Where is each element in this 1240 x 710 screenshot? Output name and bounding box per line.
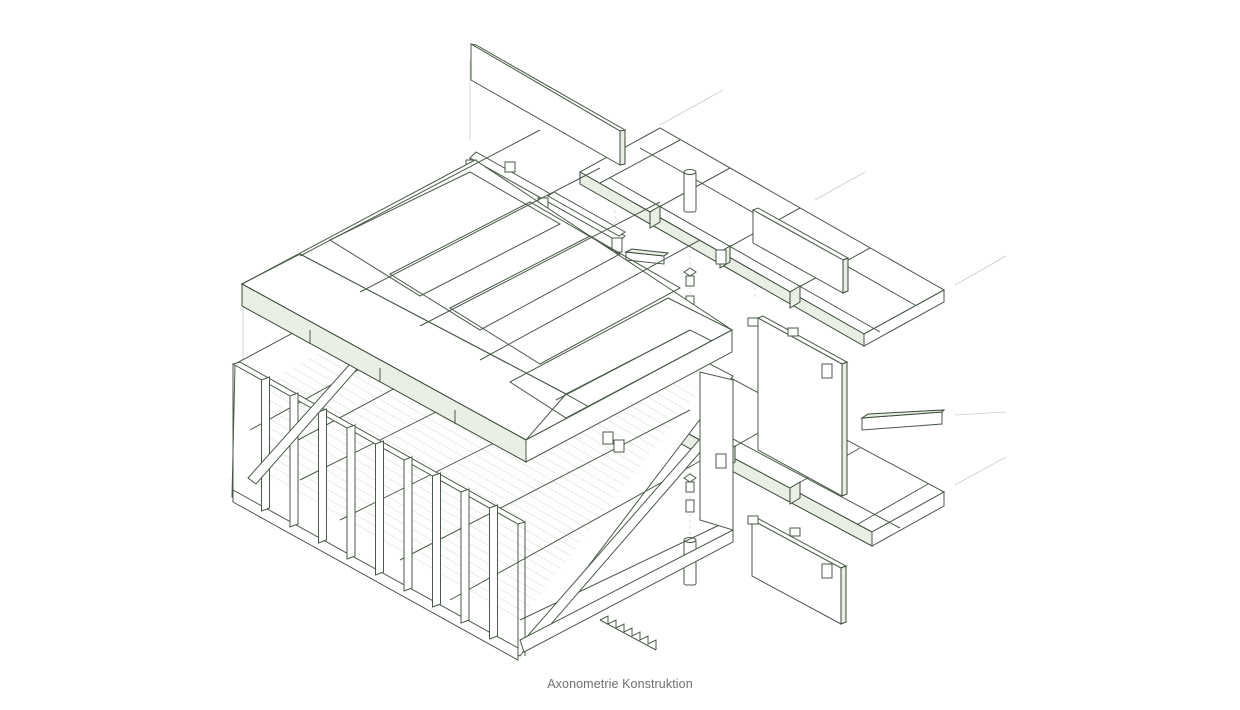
loose-beams [624,248,946,431]
frame-stud [375,440,384,576]
frame-stud [261,376,270,512]
frame-stud [460,488,470,624]
frame-stud [346,424,356,560]
frame-stud [289,392,299,528]
right-short-wall-panel [750,517,848,625]
frame-stud [489,504,498,640]
frame-stud [318,408,327,544]
top-wall-panel [470,43,627,166]
right-tall-wall-panel [756,315,849,497]
axonometric-construction-drawing [231,43,1007,661]
figure-caption: Axonometrie Konstruktion [547,677,693,691]
frame-stud [403,456,413,592]
connection-brackets [602,249,759,525]
frame-stud [432,472,441,608]
mid-wall-panel [751,207,850,294]
main-floor-deck [240,129,734,463]
